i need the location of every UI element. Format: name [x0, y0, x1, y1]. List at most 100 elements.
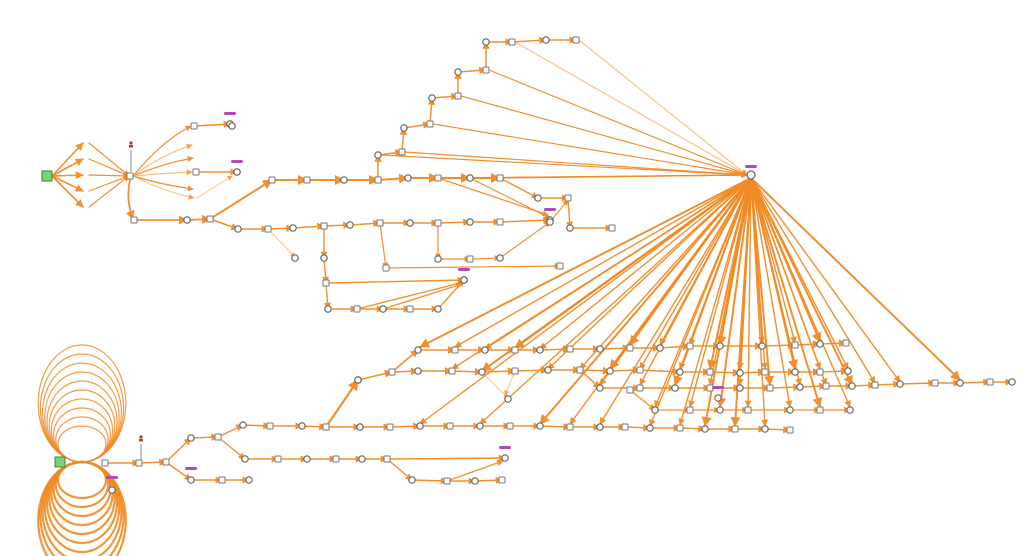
flow-edge: [51, 142, 84, 177]
event-node: [228, 122, 236, 130]
flow-edge: [379, 222, 389, 269]
activity-node: [218, 476, 226, 484]
event-node: [466, 218, 474, 226]
event-node: [298, 422, 306, 430]
event-node: [183, 216, 191, 224]
activity-node: [744, 406, 752, 414]
event-node: [303, 455, 311, 463]
activity-node: [506, 422, 514, 430]
event-node: [408, 476, 416, 484]
activity-node: [842, 339, 850, 347]
activity-node: [566, 345, 574, 353]
activity-node: [572, 36, 580, 44]
flow-edge: [673, 177, 752, 386]
activity-node: [426, 120, 434, 128]
flow-edge: [750, 177, 853, 386]
flow-edge: [639, 367, 681, 376]
flow-edge: [325, 276, 465, 284]
event-node: [716, 342, 724, 350]
flow-edge: [566, 197, 574, 229]
start-node: [41, 170, 53, 182]
flow-edge: [744, 177, 752, 408]
self-loop: [41, 362, 123, 463]
actor-icon: [129, 145, 133, 148]
flow-edge: [629, 389, 656, 411]
event-node: [434, 255, 442, 263]
activity-node: [206, 215, 214, 223]
flow-edge: [451, 367, 483, 376]
activity-node: [446, 422, 454, 430]
event-node: [536, 346, 544, 354]
flow-edge: [504, 370, 516, 396]
event-node: [414, 346, 422, 354]
event-node: [796, 383, 804, 391]
flow-edge: [380, 154, 748, 178]
event-node: [736, 384, 744, 392]
flow-edge: [382, 282, 463, 310]
flow-edge: [88, 175, 130, 208]
flow-edge: [469, 255, 501, 262]
flow-edge: [499, 221, 551, 259]
flow-edge: [357, 369, 393, 381]
event-node: [701, 425, 709, 433]
event-node: [566, 224, 574, 232]
activity-node: [466, 255, 474, 263]
flow-edge: [88, 172, 130, 179]
event-node: [187, 476, 195, 484]
event-node: [340, 176, 348, 184]
flow-edge: [819, 339, 847, 348]
flow-edge: [419, 177, 752, 348]
flow-edge: [750, 177, 769, 427]
flow-edge: [399, 127, 408, 153]
event-node: [354, 376, 362, 384]
status-badge: [458, 268, 470, 271]
start-node: [54, 456, 66, 468]
flow-edge: [716, 177, 752, 408]
event-node: [406, 219, 414, 227]
flow-edge: [539, 345, 571, 354]
flow-edge: [88, 142, 130, 177]
activity-node: [274, 455, 282, 463]
activity-node: [621, 423, 629, 431]
flow-edge: [499, 177, 539, 199]
flow-edge: [51, 175, 84, 208]
event-node: [404, 174, 412, 182]
flow-edge: [292, 222, 325, 231]
event-node: [108, 486, 116, 494]
event-node: [758, 342, 766, 350]
activity-node: [686, 342, 694, 350]
flow-edge: [51, 175, 84, 192]
flow-edge: [481, 367, 516, 376]
flow-edge: [356, 280, 465, 310]
activity-node: [386, 423, 394, 431]
flow-edge: [794, 340, 821, 349]
flow-edge: [88, 158, 130, 177]
activity-node: [162, 458, 170, 466]
event-node: [1008, 378, 1016, 386]
flow-edge: [750, 177, 901, 383]
flow-edge: [51, 158, 84, 177]
event-node: [546, 218, 554, 226]
flow-edge: [547, 177, 752, 370]
event-node: [379, 305, 387, 313]
event-node: [400, 124, 408, 132]
node-group: [41, 36, 1016, 494]
flow-edge: [624, 423, 651, 432]
flow-edge: [730, 177, 752, 427]
flow-edge: [539, 177, 752, 425]
event-node: [716, 406, 724, 414]
flow-edge: [764, 425, 791, 434]
flow-edge: [377, 173, 409, 184]
activity-node: [382, 264, 390, 272]
flow-edge: [874, 380, 901, 389]
flow-edge: [446, 459, 504, 482]
flow-edge: [51, 171, 84, 180]
edge-group: [51, 36, 1013, 485]
activity-node: [322, 423, 330, 431]
flow-edge: [190, 433, 219, 441]
flow-edge: [217, 424, 244, 438]
event-node: [320, 254, 328, 262]
activity-node: [608, 224, 616, 232]
event-node: [289, 224, 297, 232]
